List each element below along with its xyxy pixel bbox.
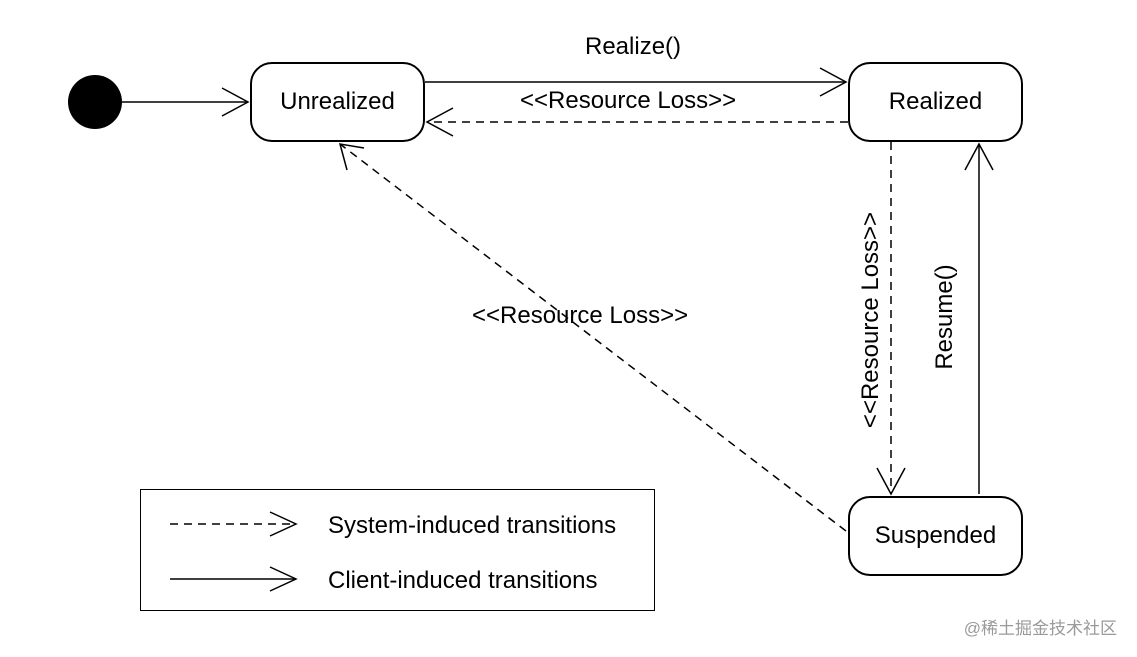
state-suspended-label: Suspended	[874, 522, 997, 549]
legend-solid-arrowhead	[269, 566, 298, 592]
watermark: @稀土掘金技术社区	[963, 619, 1117, 638]
legend-client-label: Client-induced transitions	[328, 567, 598, 594]
state-suspended: Suspended	[848, 496, 1023, 576]
legend-dashed-arrowhead	[269, 511, 298, 537]
legend-box: System-induced transitions Client-induce…	[140, 489, 655, 611]
initial-transition-arrowhead	[221, 87, 250, 117]
loss-diagonal-transition-label: <<Resource Loss>>	[472, 302, 689, 329]
loss-vertical-transition-arrowhead	[876, 467, 906, 496]
realize-transition-label: Realize()	[585, 33, 682, 60]
loss-top-transition-arrowhead	[425, 107, 454, 137]
resume-transition-arrowhead	[964, 142, 994, 171]
state-unrealized-label: Unrealized	[280, 88, 395, 115]
state-unrealized: Unrealized	[250, 62, 425, 142]
loss-vertical-transition-label: <<Resource Loss>>	[857, 211, 884, 429]
loss-diagonal-transition-line	[339, 143, 847, 532]
resume-transition-label: Resume()	[931, 264, 958, 370]
state-realized-label: Realized	[888, 88, 983, 115]
initial-state-dot	[68, 75, 122, 129]
realize-transition-arrowhead	[819, 67, 848, 97]
state-realized: Realized	[848, 62, 1023, 142]
loss-top-transition-label: <<Resource Loss>>	[520, 87, 737, 114]
loss-diagonal-transition-arrowhead	[338, 143, 365, 171]
legend-system-label: System-induced transitions	[328, 512, 617, 539]
